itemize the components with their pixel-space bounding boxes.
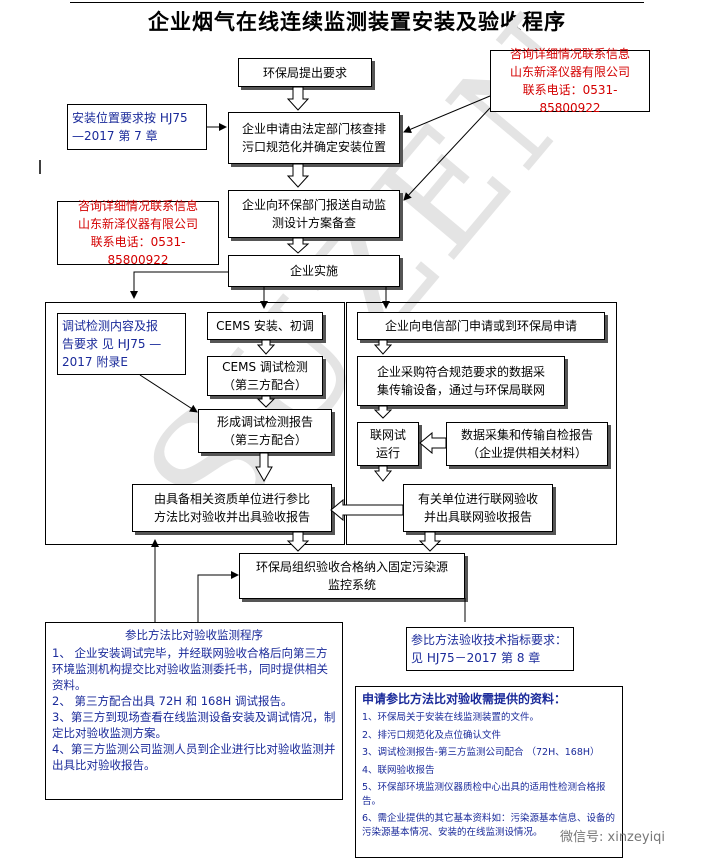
procedure-title: 参比方法比对验收监测程序 <box>125 628 263 642</box>
procedure-item: 1、 企业安装调试完毕，并经联网验收合格后向第三方环境监测机构提交比对验收监测委… <box>52 646 328 692</box>
note-contact-left: 咨询详细情况联系信息 山东新泽仪器有限公司 联系电话：0531-85800922 <box>57 199 219 267</box>
block-arrow <box>286 86 310 111</box>
materials-item: 6、需企业提供的其它基本资料如：污染源基本信息、设备的污染源基本情况、安装的在线… <box>362 813 616 838</box>
block-arrow <box>255 452 273 483</box>
block-arrow <box>330 498 404 522</box>
block-arrow <box>418 531 442 552</box>
node-apply-audit: 企业申请由法定部门核查排 污口规范化并确定安装位置 <box>228 112 400 164</box>
node-cems-install: CEMS 安装、初调 <box>207 312 323 340</box>
line-arrow <box>403 95 491 133</box>
node-report-design: 企业向环保部门报送自动监 测设计方案备查 <box>228 190 400 238</box>
node-form-report: 形成调试检测报告 （第三方配合） <box>198 409 332 453</box>
block-arrow <box>256 395 276 408</box>
top-rule <box>70 2 644 3</box>
line-arrow <box>139 374 198 413</box>
block-arrow <box>286 163 310 188</box>
materials-title: 申请参比方法比对验收需提供的资料： <box>362 692 567 706</box>
materials-panel: 申请参比方法比对验收需提供的资料： 1、环保局关于安装在线监测装置的文件。 2、… <box>355 686 623 858</box>
node-final: 环保局组织验收合格纳入固定污染源 监控系统 <box>239 553 465 599</box>
procedure-item: 2、 第三方配合出具 72H 和 168H 调试报告。 <box>52 694 293 708</box>
node-implement: 企业实施 <box>228 255 400 287</box>
procedure-item: 3、第三方到现场查看在线监测设备安装及调试情况，制定比对验收监测方案。 <box>52 710 336 740</box>
block-arrow <box>373 339 393 355</box>
procedure-panel: 参比方法比对验收监测程序 1、 企业安装调试完毕，并经联网验收合格后向第三方环境… <box>45 622 343 800</box>
line-arrow <box>130 271 228 299</box>
line-arrow <box>197 571 239 599</box>
procedure-item: 4、第三方监测公司监测人员到企业进行比对验收监测并出具比对验收报告。 <box>52 742 336 772</box>
node-net-accept: 有关单位进行联网验收 并出具联网验收报告 <box>403 484 553 532</box>
node-net-test: 联网试 运行 <box>357 422 419 466</box>
materials-item: 1、环保局关于安装在线监测装置的文件。 <box>362 712 540 723</box>
note-contact-right: 咨询详细情况联系信息 山东新泽仪器有限公司 联系电话：0531-85800922 <box>490 47 650 115</box>
node-compare-accept: 由具备相关资质单位进行参比 方法比对验收并出具验收报告 <box>132 484 332 532</box>
left-group-frame <box>45 302 345 545</box>
materials-item: 2、排污口规范化及点位确认文件 <box>362 729 502 741</box>
block-arrow <box>286 237 310 254</box>
note-compare-index: 参比方法验收技术指标要求： 见 HJ75－2017 第 8 章 <box>406 627 574 671</box>
node-telecom-apply: 企业向电信部门申请或到环保局申请 <box>357 312 605 340</box>
block-arrow <box>373 465 393 482</box>
page-title: 企业烟气在线连续监测装置安装及验收程序 <box>148 10 566 34</box>
node-data-check: 数据采集和传输自检报告 （企业提供相关材料） <box>446 422 608 466</box>
note-install-position: 安装位置要求按 HJ75 —2017 第 7 章 <box>67 104 207 150</box>
materials-item: 4、联网验收报告 <box>362 764 435 776</box>
note-debug-content: 调试检测内容及报 告要求 见 HJ75 — 2017 附录E <box>57 313 186 375</box>
block-arrow <box>419 431 447 455</box>
block-arrow <box>256 339 276 355</box>
right-group-frame <box>346 302 617 545</box>
materials-item: 5、环保部环境监测仪器质检中心出具的适用性检测合格报告。 <box>362 782 606 807</box>
wechat-id: 微信号: xinzeyiqi <box>560 830 666 845</box>
materials-item: 3、调试检测报告-第三方监测公司配合 （72H、168H） <box>362 747 600 758</box>
block-arrow <box>373 405 393 419</box>
block-arrow <box>286 531 310 552</box>
node-purchase: 企业采购符合规范要求的数据采 集传输设备，通过与环保局联网 <box>357 356 565 406</box>
node-env-request: 环保局提出要求 <box>238 58 372 87</box>
line-arrow <box>403 107 491 201</box>
